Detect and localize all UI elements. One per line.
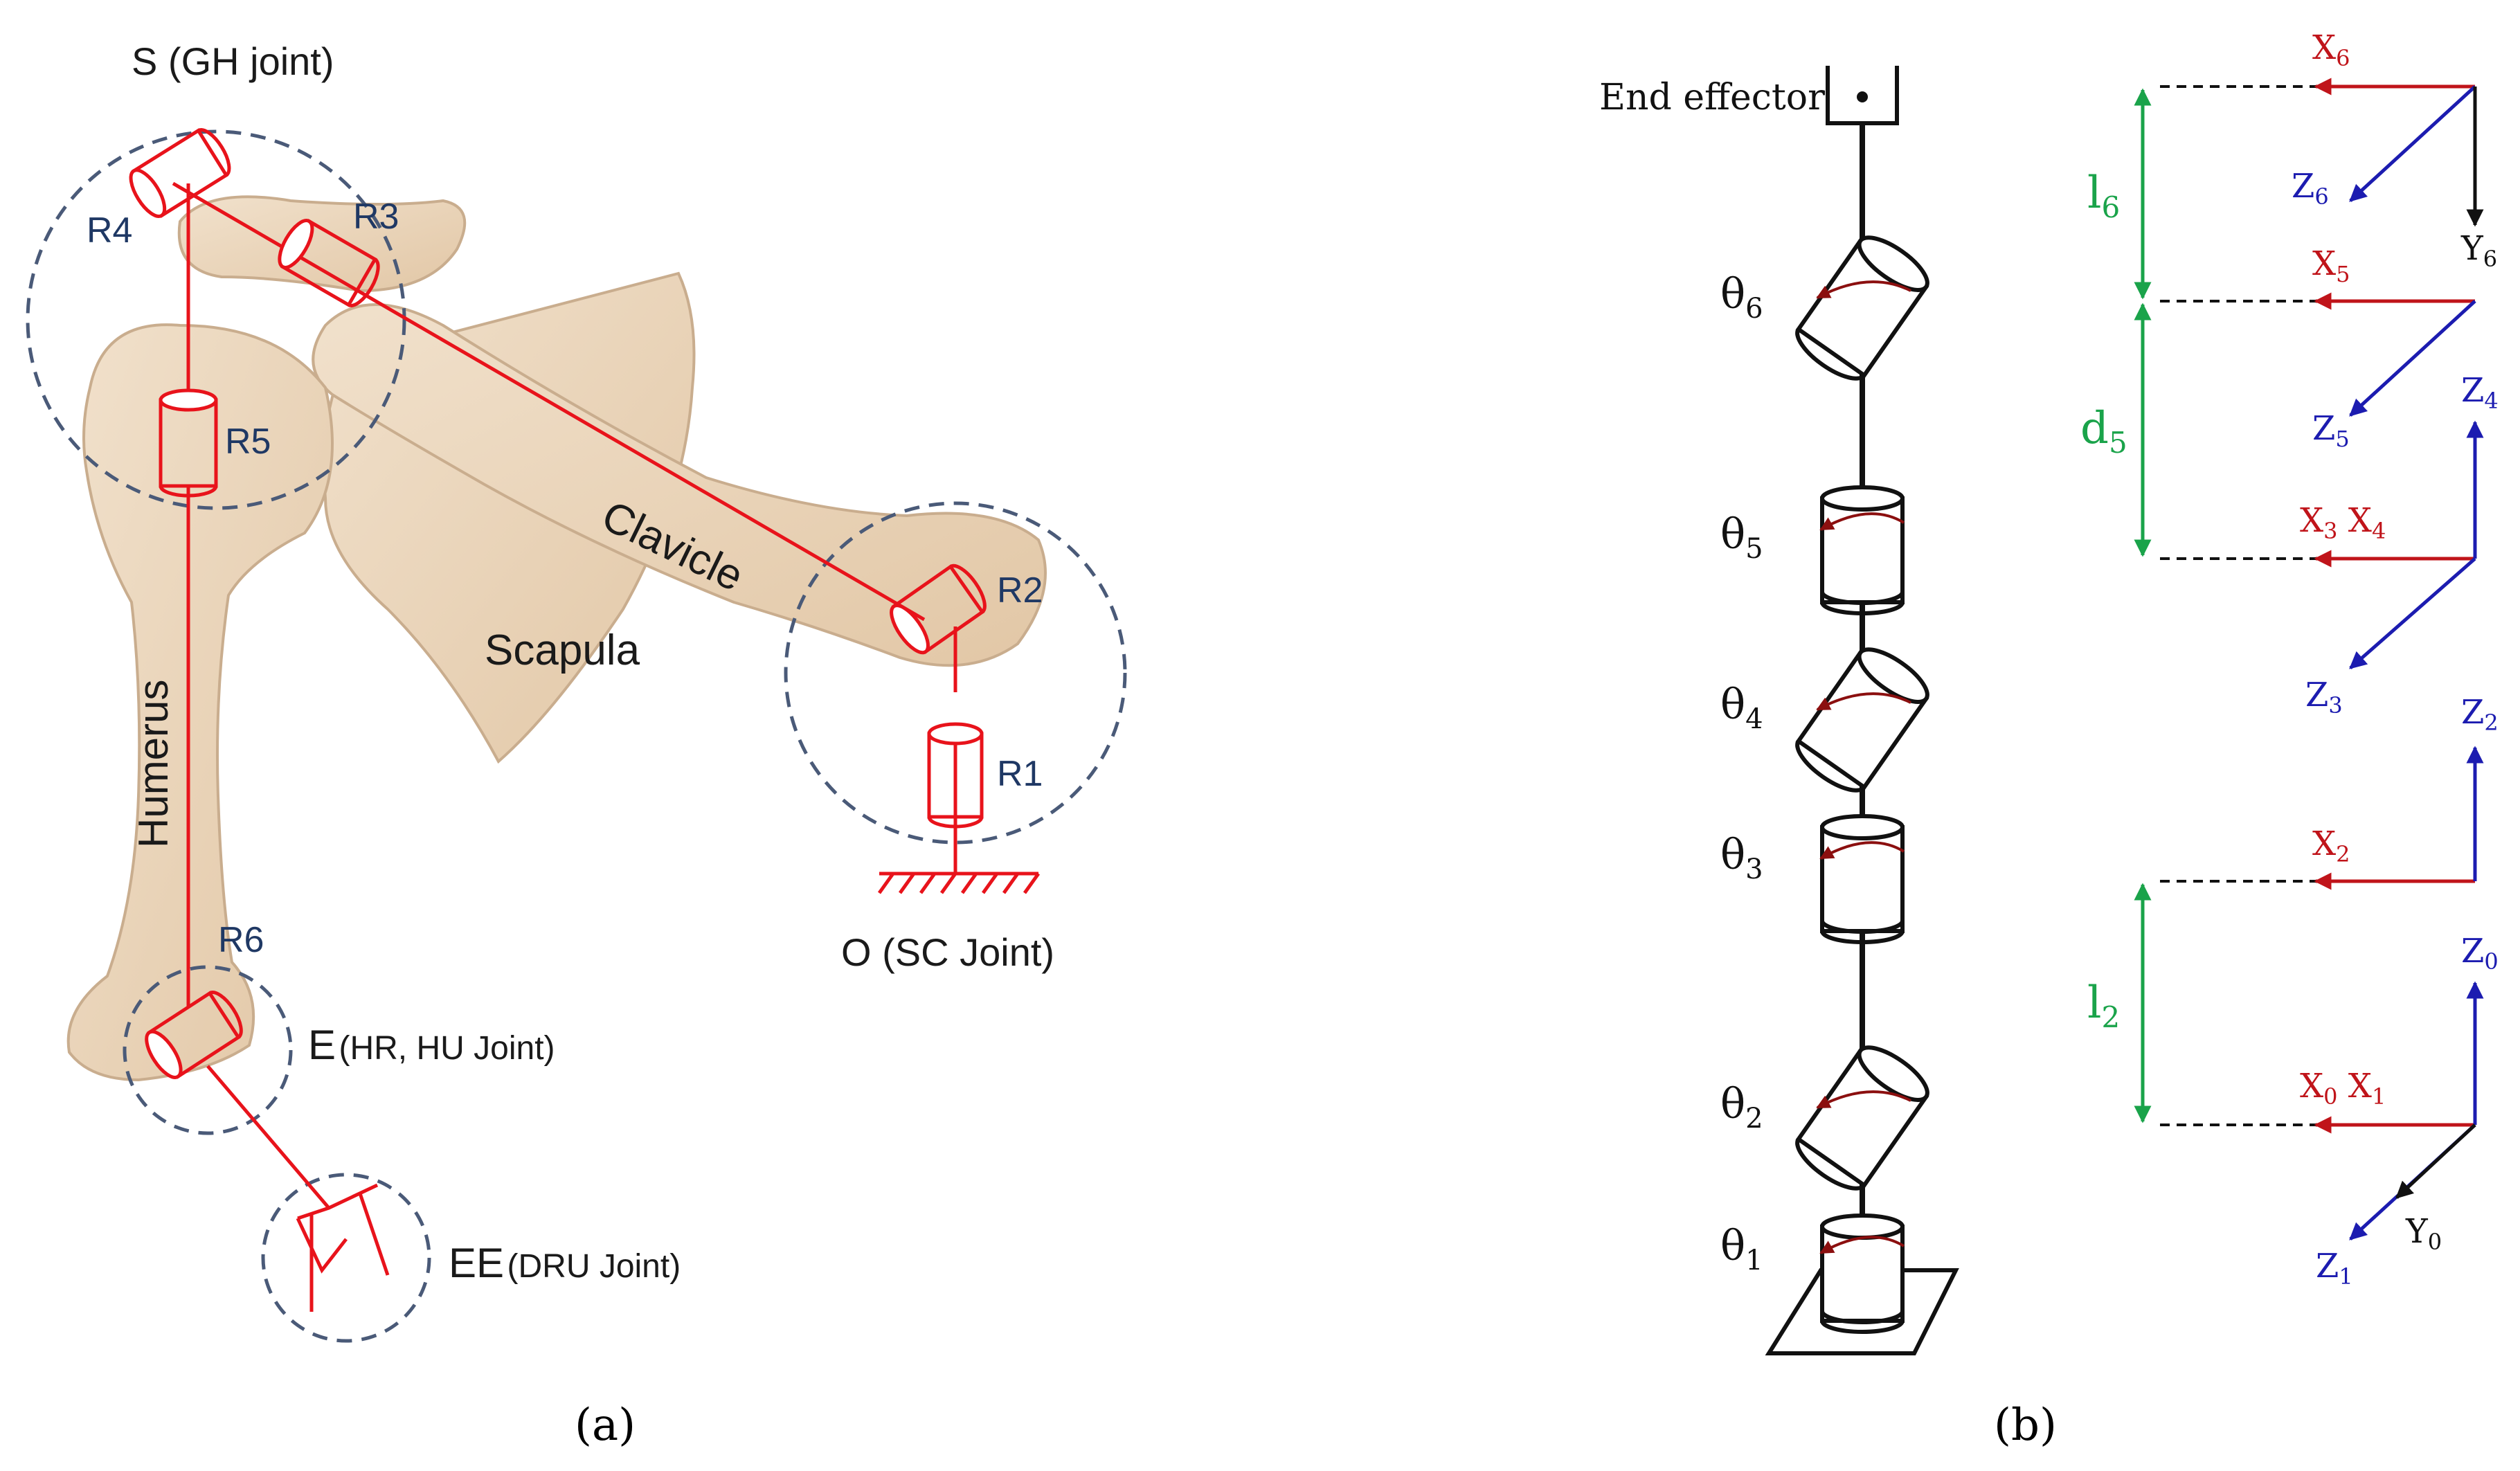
- humerus-bone: [66, 323, 334, 1082]
- joint-theta1: [1820, 1213, 1905, 1334]
- gripper: [297, 1183, 390, 1312]
- joint-theta4: [1795, 647, 1929, 793]
- joint-r6: [145, 991, 243, 1079]
- y-axes: [2395, 87, 2484, 1199]
- label-z5: Z5: [2312, 409, 2350, 452]
- label-theta4: θ4: [1720, 680, 1763, 735]
- panel-a: R1 R2 R3 R4 R5 R6 Clavicle Scapula Humer…: [26, 39, 1127, 1451]
- ground-symbol: [877, 831, 1041, 894]
- label-theta3: θ3: [1720, 831, 1763, 885]
- label-l2: l2: [2087, 977, 2120, 1034]
- dru-joint-circle: [261, 1173, 431, 1343]
- rotation-arrows: [1816, 280, 1911, 1254]
- label-x0-x1: X0 X1: [2300, 1067, 2386, 1110]
- label-z0: Z0: [2461, 932, 2499, 975]
- joint-r1: [927, 722, 984, 829]
- joint-r4: [129, 128, 231, 218]
- label-y6: Y6: [2460, 229, 2497, 272]
- dashed-reference-lines: [2160, 85, 2316, 1126]
- label-z4: Z4: [2461, 371, 2499, 414]
- joint-r2: [890, 563, 987, 655]
- label-r2: R2: [997, 570, 1043, 611]
- label-sc-joint: O (SC Joint): [841, 930, 1054, 974]
- label-theta5: θ5: [1720, 510, 1763, 565]
- joint-theta3: [1820, 814, 1905, 944]
- joint-theta5: [1820, 485, 1905, 615]
- label-r4: R4: [87, 210, 132, 251]
- label-gh-joint: S (GH joint): [132, 39, 334, 83]
- label-humerus: Humerus: [130, 680, 177, 848]
- label-x2: X2: [2312, 824, 2350, 867]
- label-theta1: θ1: [1720, 1222, 1763, 1276]
- joint-r5: [159, 388, 218, 498]
- end-effector-dot: [1857, 91, 1868, 102]
- label-x6: X6: [2312, 28, 2350, 71]
- gh-joint-circle: [26, 129, 406, 510]
- joint-theta2: [1795, 1045, 1929, 1191]
- acromion-bone: [177, 195, 467, 293]
- label-end-effector: End effector: [1599, 77, 1825, 118]
- label-r6: R6: [218, 920, 264, 960]
- label-scapula: Scapula: [485, 626, 640, 674]
- x-axes: [2314, 78, 2475, 1134]
- label-l6: l6: [2087, 168, 2120, 224]
- label-r1: R1: [997, 754, 1043, 794]
- label-z3: Z3: [2305, 676, 2343, 719]
- label-elbow-joint: E (HR, HU Joint): [308, 1022, 555, 1068]
- joint-r3: [278, 219, 380, 307]
- label-theta2: θ2: [1720, 1080, 1763, 1135]
- sc-joint-circle: [784, 501, 1127, 845]
- elbow-joint-circle: [123, 965, 293, 1135]
- caption-b: (b): [1994, 1400, 2057, 1451]
- panel-b: End effector: [1599, 28, 2499, 1451]
- gripper-fingers: [296, 1217, 348, 1274]
- label-z6: Z6: [2292, 167, 2329, 210]
- label-r5: R5: [225, 422, 271, 462]
- joint-theta6: [1795, 235, 1929, 381]
- label-y0: Y0: [2405, 1212, 2442, 1255]
- label-dru-joint: EE (DRU Joint): [449, 1240, 681, 1286]
- end-effector-bracket: [1826, 66, 1899, 125]
- clavicle-bone: [312, 303, 1047, 667]
- label-x5: X5: [2312, 244, 2350, 287]
- label-z1: Z1: [2316, 1247, 2353, 1290]
- label-r3: R3: [353, 197, 399, 237]
- label-d5: d5: [2080, 403, 2127, 460]
- label-x3-x4: X3 X4: [2300, 501, 2386, 544]
- label-z2: Z2: [2461, 693, 2499, 736]
- label-theta6: θ6: [1720, 270, 1763, 325]
- caption-a: (a): [575, 1400, 636, 1451]
